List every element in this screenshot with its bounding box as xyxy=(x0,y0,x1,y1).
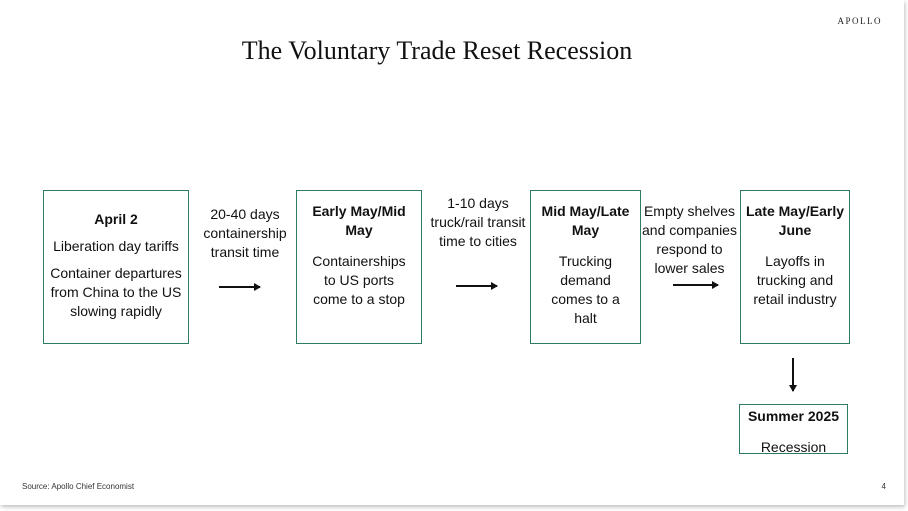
right-arrow xyxy=(673,281,719,288)
node-heading: Mid May/Late May xyxy=(541,203,630,238)
node-mid-may: Mid May/Late May Trucking demand comes t… xyxy=(530,190,641,344)
transition-label: 20-40 days containership transit time xyxy=(203,206,287,260)
node-early-may: Early May/Mid May Containerships to US p… xyxy=(296,190,422,344)
transition-label: 1-10 days truck/rail transit time to cit… xyxy=(430,195,526,249)
node-text: Layoffs in trucking and retail industry xyxy=(753,253,837,307)
node-april-2: April 2 Liberation day tariffs Container… xyxy=(43,190,189,344)
node-heading: Early May/Mid May xyxy=(312,203,406,238)
node-late-may: Late May/Early June Layoffs in trucking … xyxy=(740,190,850,344)
page-title: The Voluntary Trade Reset Recession xyxy=(241,36,633,65)
node-text: Recession xyxy=(760,439,827,454)
transition-label: Empty shelves and companies respond to l… xyxy=(642,203,737,276)
right-arrow xyxy=(219,283,261,290)
node-summer-2025: Summer 2025 Recession xyxy=(739,404,848,454)
down-arrow xyxy=(789,358,796,392)
right-arrow xyxy=(456,282,498,289)
page-number: 4 xyxy=(881,482,886,491)
node-text: Container departures from China to the U… xyxy=(50,265,182,319)
node-text: Trucking demand comes to a halt xyxy=(551,253,620,326)
apollo-logo: APOLLO xyxy=(837,16,882,26)
node-heading: April 2 xyxy=(94,211,138,227)
source-note: Source: Apollo Chief Economist xyxy=(22,482,135,491)
node-heading: Late May/Early June xyxy=(745,203,845,238)
node-heading: Summer 2025 xyxy=(747,408,840,424)
node-text: Liberation day tariffs xyxy=(53,238,179,254)
node-text: Containerships to US ports come to a sto… xyxy=(312,253,406,307)
